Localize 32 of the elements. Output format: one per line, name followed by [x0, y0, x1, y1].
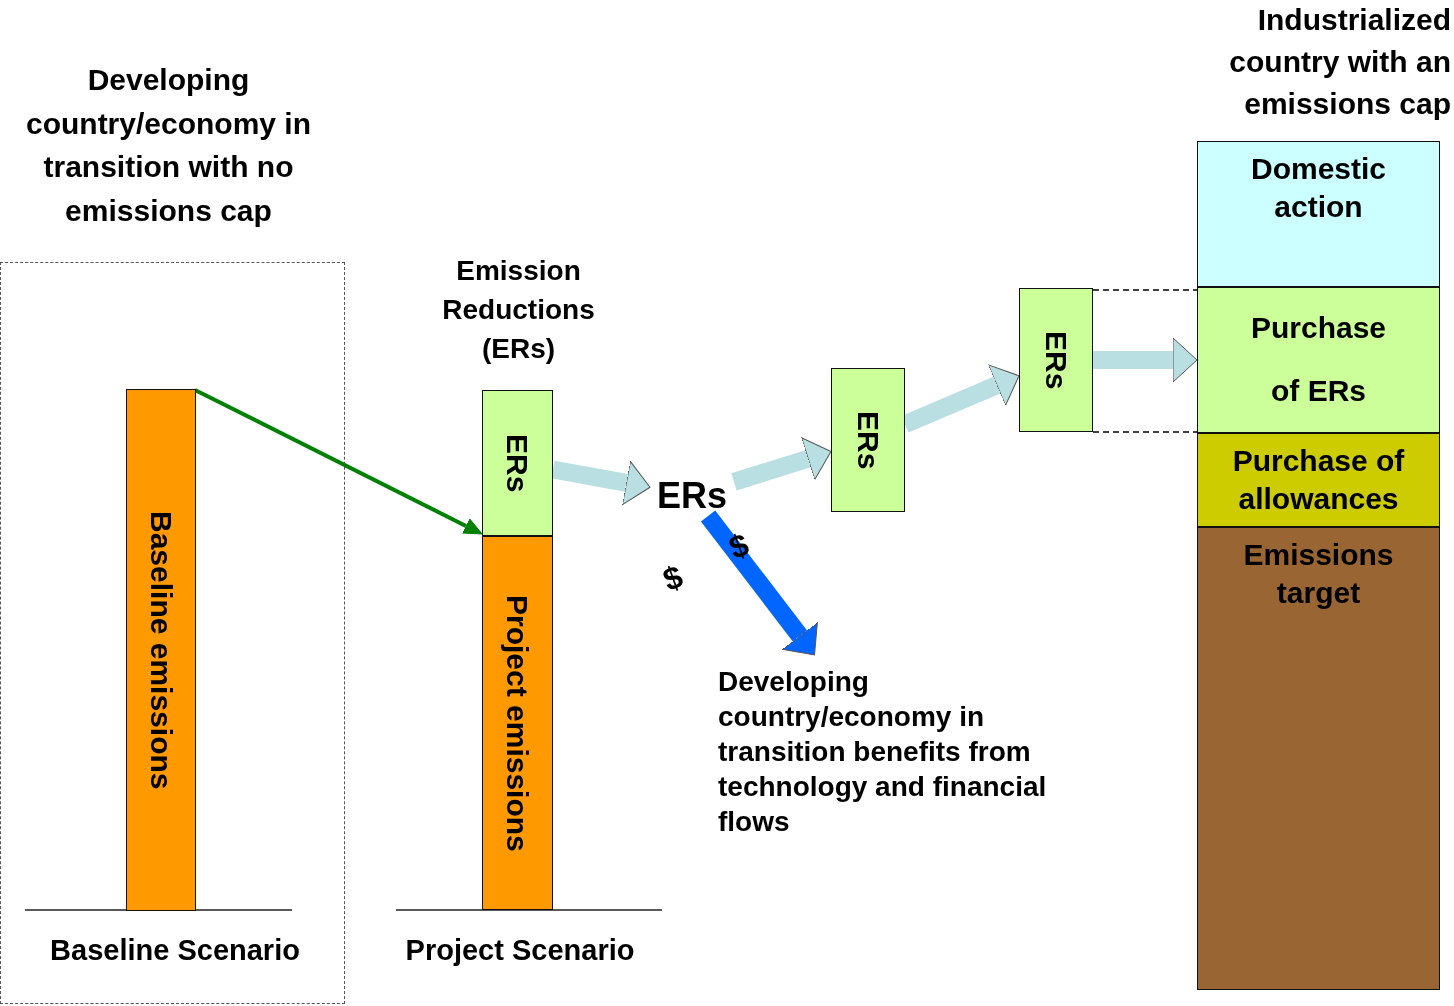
bar-heading: Emission Reductions (ERs) — [441, 254, 596, 367]
block-arrow — [551, 460, 651, 506]
block-arrow — [1093, 337, 1198, 383]
block-arrow — [731, 437, 832, 491]
dollar-sign: $ — [657, 557, 689, 600]
dollar-sign: $ — [723, 525, 755, 568]
node-text: Developing country/economy in transition benefits from technology and financial flows — [718, 664, 1048, 839]
group-heading: Developing country/economy in transition with no emissions cap — [24, 62, 312, 229]
node-text: Emissions target — [1242, 537, 1395, 611]
block-arrow — [700, 510, 818, 656]
node-text: Baseline emissions — [143, 510, 179, 790]
dashed-line — [1092, 431, 1198, 433]
stack-segment — [1197, 433, 1440, 527]
node-text: ERs — [850, 410, 886, 470]
node-text: ERs — [1038, 330, 1074, 390]
emissions-bar — [1019, 288, 1093, 432]
node-text: Purchase of ERs — [1249, 310, 1388, 409]
stack-segment — [1197, 527, 1440, 990]
node-text: Purchase of allowances — [1231, 443, 1406, 517]
stack-segment — [1197, 287, 1440, 433]
emissions-bar — [482, 536, 553, 910]
node-text: ERs — [657, 473, 727, 518]
scenario-label: Baseline Scenario — [49, 933, 301, 968]
node-text: Project emissions — [500, 594, 536, 852]
scenario-label: Project Scenario — [404, 933, 636, 968]
arrow — [194, 388, 483, 535]
bar-heading: Industrialized country with an emissions cap — [1228, 2, 1451, 122]
node-text: Domestic action — [1249, 151, 1387, 225]
dashed-line — [1092, 289, 1198, 291]
emissions-bar — [126, 389, 196, 911]
emissions-bar — [831, 368, 905, 512]
node-text: ERs — [500, 433, 536, 493]
